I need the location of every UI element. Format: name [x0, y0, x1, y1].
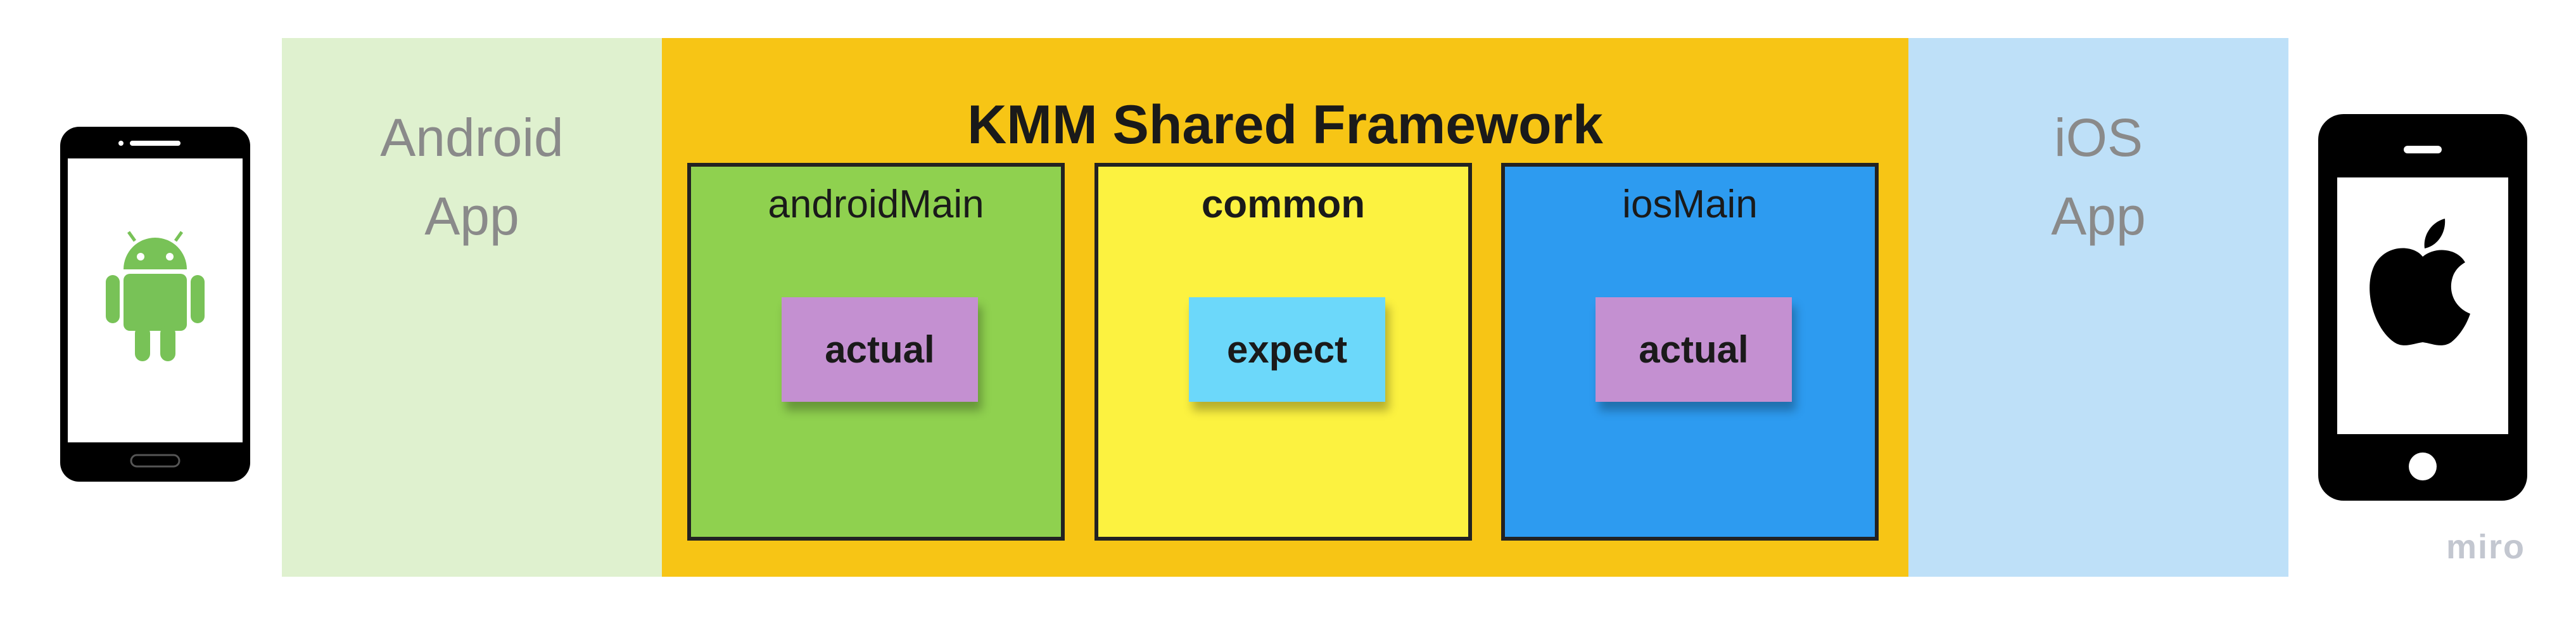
android-robot-icon [106, 231, 205, 361]
ios-app-panel: iOS App [1908, 38, 2288, 577]
source-set-ios-main: iosMain actual [1501, 163, 1879, 541]
android-app-label: Android App [380, 108, 564, 246]
miro-watermark: miro [2446, 528, 2525, 566]
apple-logo-icon [2370, 219, 2470, 345]
actual-sticky-note: actual [1596, 297, 1792, 402]
source-set-android-main: androidMain actual [687, 163, 1065, 541]
ios-app-label: iOS App [2051, 108, 2146, 246]
source-set-common: common expect [1094, 163, 1472, 541]
iphone-icon [2318, 114, 2527, 501]
shared-framework-title: KMM Shared Framework [967, 94, 1603, 155]
expect-sticky-note: expect [1189, 297, 1385, 402]
source-set-label: common [1201, 183, 1366, 226]
source-set-label: androidMain [768, 183, 984, 226]
source-set-label: iosMain [1622, 183, 1758, 226]
android-phone-icon [60, 127, 250, 482]
actual-sticky-note: actual [782, 297, 978, 402]
android-app-panel: Android App [282, 38, 662, 577]
